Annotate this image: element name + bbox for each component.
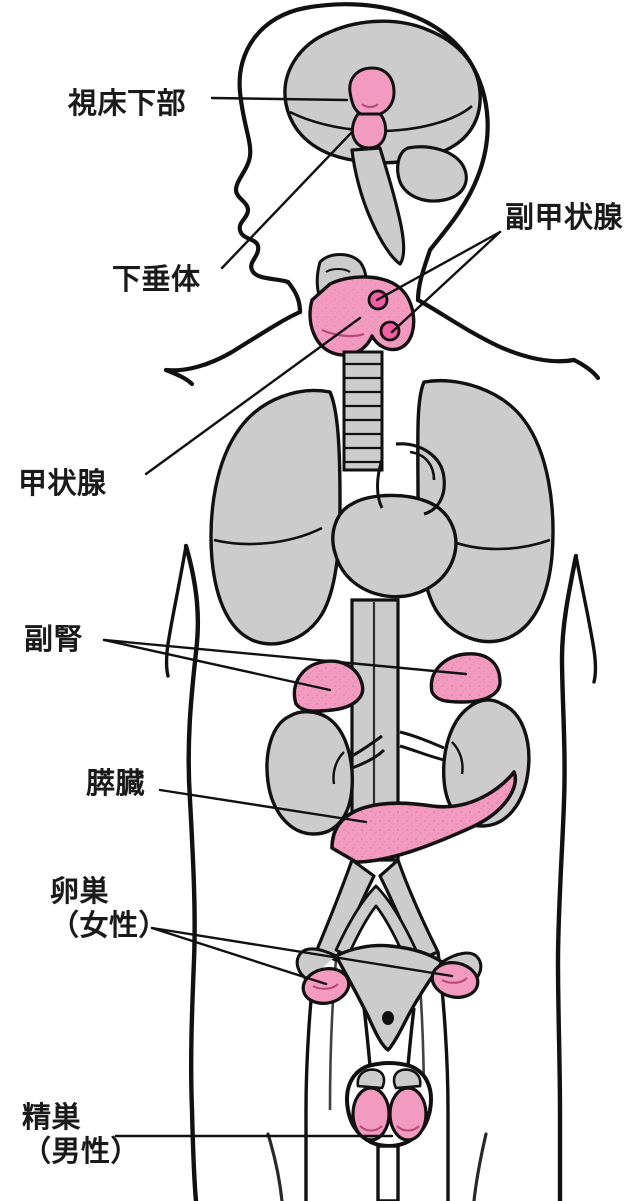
parathyroid-organ — [367, 289, 401, 342]
leader-lines — [102, 96, 502, 1138]
leader-parathyroid-2 — [390, 230, 502, 334]
torso-outline — [164, 543, 598, 1201]
label-pituitary: 下垂体 — [112, 262, 201, 296]
pituitary-organ — [350, 112, 388, 150]
label-adrenal: 副腎 — [24, 622, 84, 656]
iliac-vessels — [304, 858, 450, 1201]
label-hypothalamus: 視床下部 — [68, 86, 187, 120]
leader-pancreas — [158, 788, 368, 824]
leader-adrenal-1 — [102, 638, 332, 692]
label-pancreas: 膵臓 — [86, 766, 146, 800]
heart — [331, 442, 458, 599]
hypothalamus-organ — [348, 66, 396, 118]
leader-parathyroid-1 — [375, 230, 502, 302]
leader-thyroid — [144, 316, 362, 476]
adrenal-organ — [292, 652, 502, 713]
label-parathyroid: 副甲状腺 — [505, 200, 624, 234]
leader-ovary-2 — [150, 926, 454, 978]
trachea — [342, 350, 384, 472]
lungs — [209, 378, 555, 646]
label-testis-line2: （男性） — [22, 1134, 141, 1169]
label-testis-line1: 精巣 — [22, 1100, 82, 1134]
body-outline — [163, 2, 601, 387]
leader-pituitary — [220, 130, 354, 270]
leader-adrenal-2 — [102, 638, 468, 676]
label-testis: 精巣（男性） — [22, 1100, 140, 1168]
leader-hypothalamus — [210, 96, 349, 102]
label-ovary-line1: 卵巣 — [50, 874, 110, 908]
testis-organ — [345, 1007, 433, 1201]
label-ovary: 卵巣（女性） — [50, 874, 168, 942]
leader-ovary-1 — [150, 926, 328, 986]
kidneys — [265, 698, 531, 836]
label-ovary-line2: （女性） — [50, 908, 169, 943]
label-thyroid: 甲状腺 — [18, 466, 107, 500]
ovary-organ — [301, 961, 480, 1005]
